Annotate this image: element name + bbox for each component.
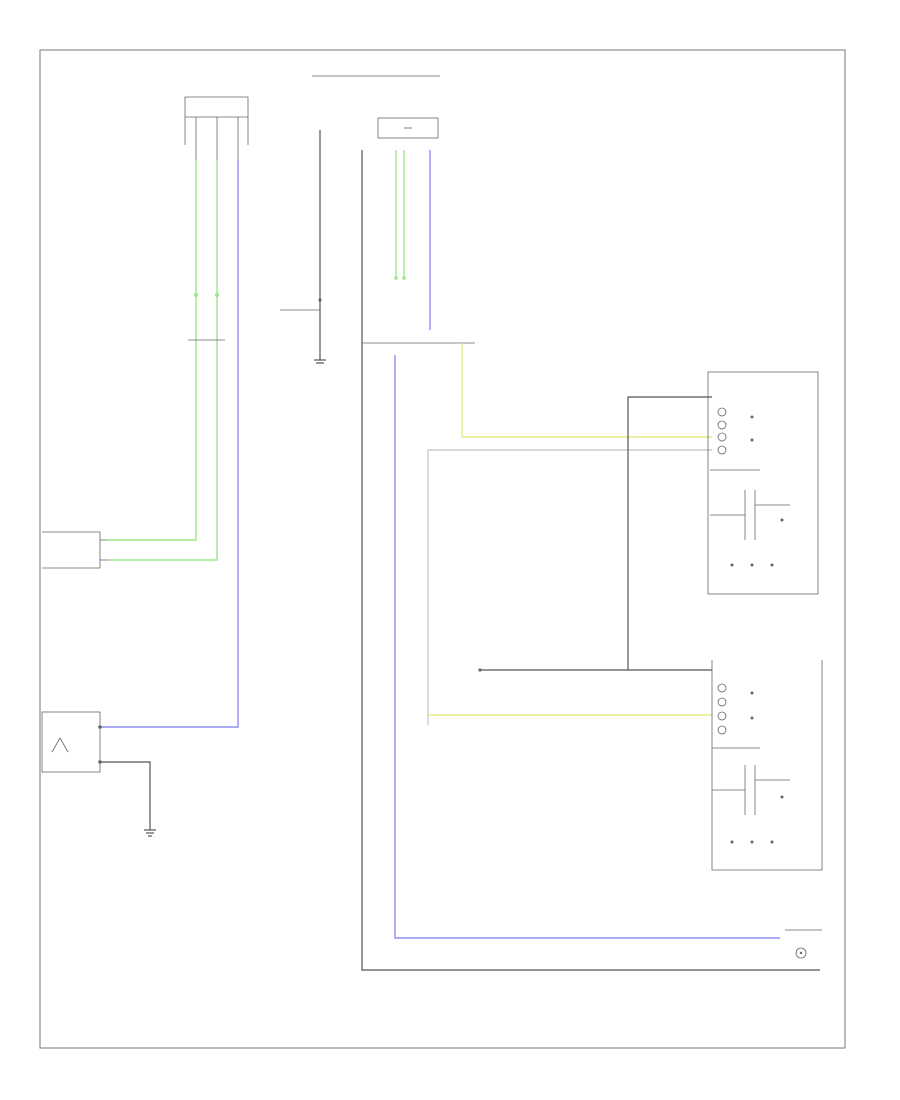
green-wire-1 [107,160,197,541]
center-ground-branch [280,130,326,364]
lamp-right-lower [711,660,823,871]
blue-wire-left-path [100,160,239,728]
top-left-connector [184,96,249,160]
lamp-bottom [785,929,822,959]
top-right-connector [312,75,440,139]
main-splice [361,150,820,971]
lamp-right-upper [707,371,819,595]
blue-wire-left [100,160,239,728]
black-wire-mid [478,396,712,672]
cluster-left-unit [42,531,107,569]
yellow-wire-upper [461,343,712,438]
black-wire-left-ground [100,761,156,837]
diagram-frame [39,49,846,1049]
blue-wire-bottom [394,355,780,939]
gray-wire-upper [427,449,712,725]
green-wire-left [107,160,218,561]
green-wire-2 [107,160,218,561]
left-switch-unit [41,711,102,773]
green-wires-right [394,150,406,280]
left-junction-connector [188,293,225,341]
